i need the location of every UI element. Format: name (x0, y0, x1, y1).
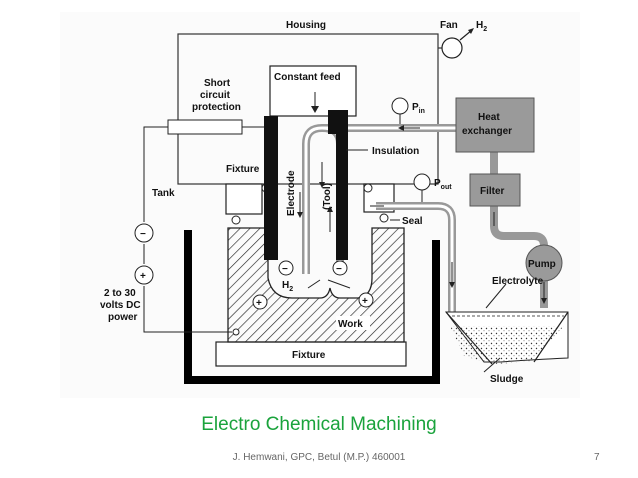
sludge-pointer (483, 357, 501, 373)
fan-label: Fan (440, 20, 458, 31)
slide-title: Electro Chemical Machining (201, 414, 437, 435)
power-label-3: power (108, 312, 138, 323)
minus-sign: − (140, 229, 146, 240)
short-circuit-label-2: circuit (200, 90, 231, 101)
flow-arrow-head-5 (449, 282, 455, 288)
filter-label: Filter (480, 186, 505, 197)
tank-walls (184, 230, 440, 384)
fixture-roller-3 (363, 183, 373, 193)
work-label-bg (336, 316, 370, 330)
short-circuit-label-1: Short (204, 78, 231, 89)
reservoir-slope-left (445, 311, 493, 365)
fixture-top-label: Fixture (226, 164, 260, 175)
flow-arrow-head-6 (541, 298, 547, 304)
p-out-gauge (413, 173, 431, 191)
flow-arrows (299, 127, 545, 298)
positive-terminal-icon (134, 265, 154, 285)
plus-sign: + (140, 271, 146, 282)
electrode-label: Electrode (286, 170, 297, 216)
fixture-bottom-label: Fixture (292, 350, 326, 361)
electrode-right (336, 116, 348, 260)
work-piece (227, 227, 405, 343)
feed-arrow-head (311, 106, 319, 113)
work-anode-ion-right (358, 292, 374, 308)
flow-arrow-head-3 (319, 182, 325, 188)
fan-icon (441, 37, 463, 59)
work-plus-right: + (362, 296, 368, 307)
power-label-2: volts DC (100, 300, 141, 311)
fixture-roller-4 (379, 213, 389, 223)
pump-circle (525, 244, 563, 282)
tool-holder (328, 110, 348, 134)
sludge-label: Sludge (490, 374, 524, 385)
fan-exhaust-arrow-head (468, 28, 474, 34)
pump-label: Pump (528, 259, 556, 270)
filter-to-pump-pipe (490, 206, 548, 250)
sludge-area (450, 326, 564, 364)
ecm-diagram: Housing Fan H2 Short circuit protection … (60, 12, 580, 398)
heat-exchanger-label-1: Heat (478, 112, 500, 123)
ecm-schematic: Housing Fan H2 Short circuit protection … (60, 12, 580, 398)
work-contact-icon (232, 328, 240, 336)
tool-label: (Tool) (322, 183, 333, 210)
fan-h2-label: H2 (476, 20, 487, 33)
electrolyte-label: Electrolyte (492, 276, 544, 287)
flow-arrow-head-1 (398, 125, 404, 131)
gap-minus-right: − (336, 264, 342, 275)
seal-label: Seal (402, 216, 423, 227)
footer-credit: J. Hemwani, GPC, Betul (M.P.) 460001 (232, 452, 406, 463)
gap-minus-left: − (282, 264, 288, 275)
flow-arrow-head-4 (327, 206, 333, 212)
work-anode-ion-left (252, 294, 268, 310)
p-in-gauge (391, 97, 409, 115)
short-circuit-box (167, 119, 243, 135)
work-label: Work (338, 319, 363, 330)
negative-terminal-icon (134, 223, 154, 243)
flow-arrow-head-2 (297, 212, 303, 218)
page-number: 7 (594, 452, 600, 463)
electrolyte-pointer (485, 283, 507, 309)
p-out-label: Pout (434, 178, 452, 191)
work-plus-left: + (256, 298, 262, 309)
gap-cathode-ion-right (332, 260, 348, 276)
fixture-top-left (225, 183, 263, 215)
p-in-label: Pin (412, 102, 425, 115)
gap-cathode-ion-left (278, 260, 294, 276)
tank-label: Tank (152, 188, 175, 199)
power-label-1: 2 to 30 (104, 288, 136, 299)
insulation-label: Insulation (372, 146, 419, 157)
constant-feed-label: Constant feed (274, 72, 341, 83)
electrode-left (264, 116, 278, 260)
heat-exchanger-label-2: exchanger (462, 126, 512, 137)
reservoir-slope-right (533, 311, 569, 363)
power-wiring (143, 126, 264, 333)
short-circuit-label-3: protection (192, 102, 241, 113)
heat-exchanger-box (455, 97, 535, 153)
housing-label: Housing (286, 20, 326, 31)
fixture-roller-1 (231, 215, 241, 225)
filter-box (469, 173, 521, 207)
h2-gap-label: H2 (282, 280, 293, 293)
